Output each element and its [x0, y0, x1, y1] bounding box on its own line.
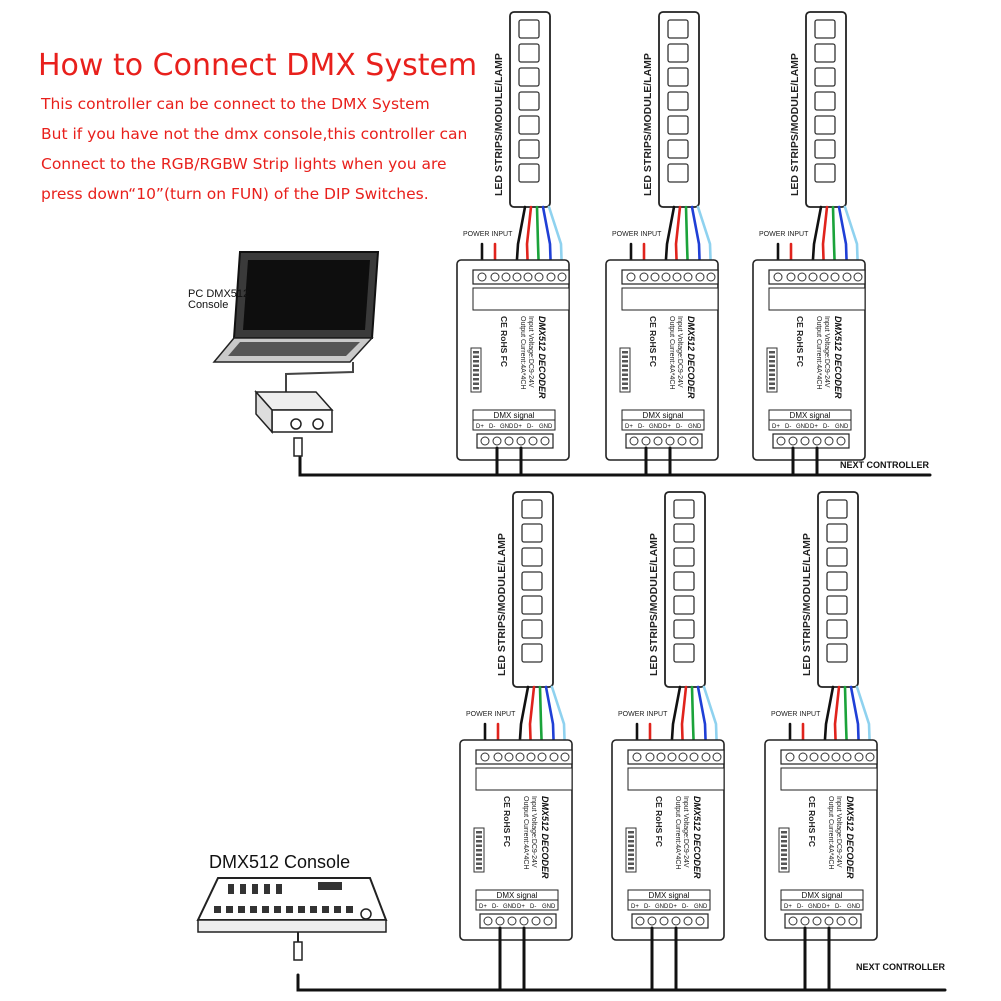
next-controller-label-bottom: NEXT CONTROLLER: [856, 962, 945, 972]
dmx-console-label: DMX512 Console: [209, 852, 350, 872]
dmx-console-icon: [196, 877, 388, 961]
pc-console-label-1: PC DMX512: [188, 288, 249, 300]
top-dmx-bus: [298, 446, 932, 477]
page-title: How to Connect DMX System: [38, 48, 478, 83]
usb-cable: [285, 362, 354, 392]
description-line-3: Connect to the RGB/RGBW Strip lights whe…: [41, 155, 447, 173]
description-line-2: But if you have not the dmx console,this…: [41, 125, 468, 143]
pc-console-label-2: Console: [188, 299, 228, 311]
description-line-4: press down“10”(turn on FUN) of the DIP S…: [41, 185, 429, 203]
decoder-unit-top-3: [751, 10, 867, 462]
bottom-dmx-bus: [296, 926, 947, 992]
description-line-1: This controller can be connect to the DM…: [41, 95, 430, 113]
next-controller-label-top: NEXT CONTROLLER: [840, 460, 929, 470]
laptop-icon: [212, 251, 380, 363]
decoder-unit-bottom-2: [610, 490, 726, 942]
usb-dmx-box-icon: [254, 390, 334, 457]
decoder-unit-bottom-3: [763, 490, 879, 942]
decoder-unit-top-1: [455, 10, 571, 462]
decoder-unit-bottom-1: [458, 490, 574, 942]
decoder-unit-top-2: [604, 10, 720, 462]
